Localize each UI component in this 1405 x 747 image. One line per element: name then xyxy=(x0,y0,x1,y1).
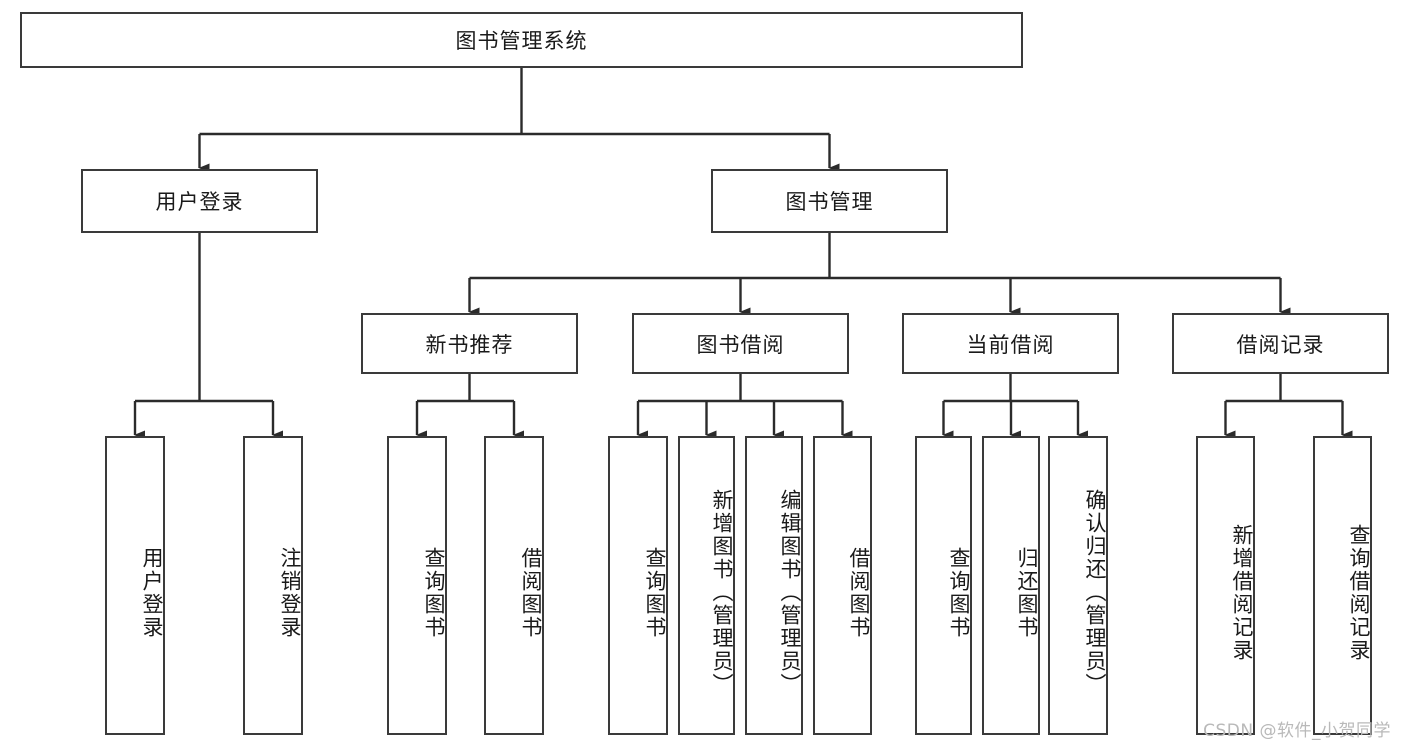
node-label: 图书借阅 xyxy=(696,332,785,357)
node-leaf-borrow-book-recommendation[interactable]: 借阅图书 xyxy=(484,436,544,735)
node-label: 新增图书（管理员） xyxy=(710,489,734,696)
node-label: 新书推荐 xyxy=(425,332,514,357)
node-label: 查询图书 xyxy=(947,546,971,639)
node-current-borrowing[interactable]: 当前借阅 xyxy=(902,313,1119,374)
node-book-management[interactable]: 图书管理 xyxy=(711,169,948,233)
node-leaf-query-book-current[interactable]: 查询图书 xyxy=(915,436,972,735)
node-label: 图书管理 xyxy=(785,190,874,214)
watermark-text: CSDN @软件_小贺同学 xyxy=(1203,721,1391,741)
node-leaf-query-book-recommendation[interactable]: 查询图书 xyxy=(387,436,447,735)
node-leaf-borrow-book-borrowing[interactable]: 借阅图书 xyxy=(813,436,872,735)
node-label: 确认归还（管理员） xyxy=(1083,489,1107,696)
node-leaf-edit-book-admin[interactable]: 编辑图书（管理员） xyxy=(745,436,803,735)
node-borrowing-records[interactable]: 借阅记录 xyxy=(1172,313,1389,374)
node-leaf-user-login[interactable]: 用户登录 xyxy=(105,436,165,735)
node-label: 注销登录 xyxy=(278,546,302,639)
node-leaf-add-borrowing-record[interactable]: 新增借阅记录 xyxy=(1196,436,1255,735)
node-label: 当前借阅 xyxy=(966,332,1055,357)
node-book-borrowing[interactable]: 图书借阅 xyxy=(632,313,849,374)
node-leaf-add-book-admin[interactable]: 新增图书（管理员） xyxy=(678,436,735,735)
node-label: 查询图书 xyxy=(422,546,446,639)
node-label: 查询图书 xyxy=(643,546,667,639)
node-label: 用户登录 xyxy=(155,190,244,214)
node-leaf-confirm-return-admin[interactable]: 确认归还（管理员） xyxy=(1048,436,1108,735)
node-leaf-query-borrowing-record[interactable]: 查询借阅记录 xyxy=(1313,436,1372,735)
node-user-login[interactable]: 用户登录 xyxy=(81,169,318,233)
node-leaf-logout[interactable]: 注销登录 xyxy=(243,436,303,735)
node-label: 图书管理系统 xyxy=(455,29,588,53)
node-label: 编辑图书（管理员） xyxy=(778,489,802,696)
node-new-book-recommendation[interactable]: 新书推荐 xyxy=(361,313,578,374)
node-label: 借阅记录 xyxy=(1236,332,1325,357)
node-label: 用户登录 xyxy=(140,546,164,639)
node-leaf-query-book-borrowing[interactable]: 查询图书 xyxy=(608,436,668,735)
node-label: 借阅图书 xyxy=(847,546,871,639)
node-root-system[interactable]: 图书管理系统 xyxy=(20,12,1023,68)
node-label: 归还图书 xyxy=(1015,546,1039,639)
node-leaf-return-book[interactable]: 归还图书 xyxy=(982,436,1040,735)
node-label: 借阅图书 xyxy=(519,546,543,639)
node-label: 查询借阅记录 xyxy=(1347,523,1371,662)
node-label: 新增借阅记录 xyxy=(1230,523,1254,662)
